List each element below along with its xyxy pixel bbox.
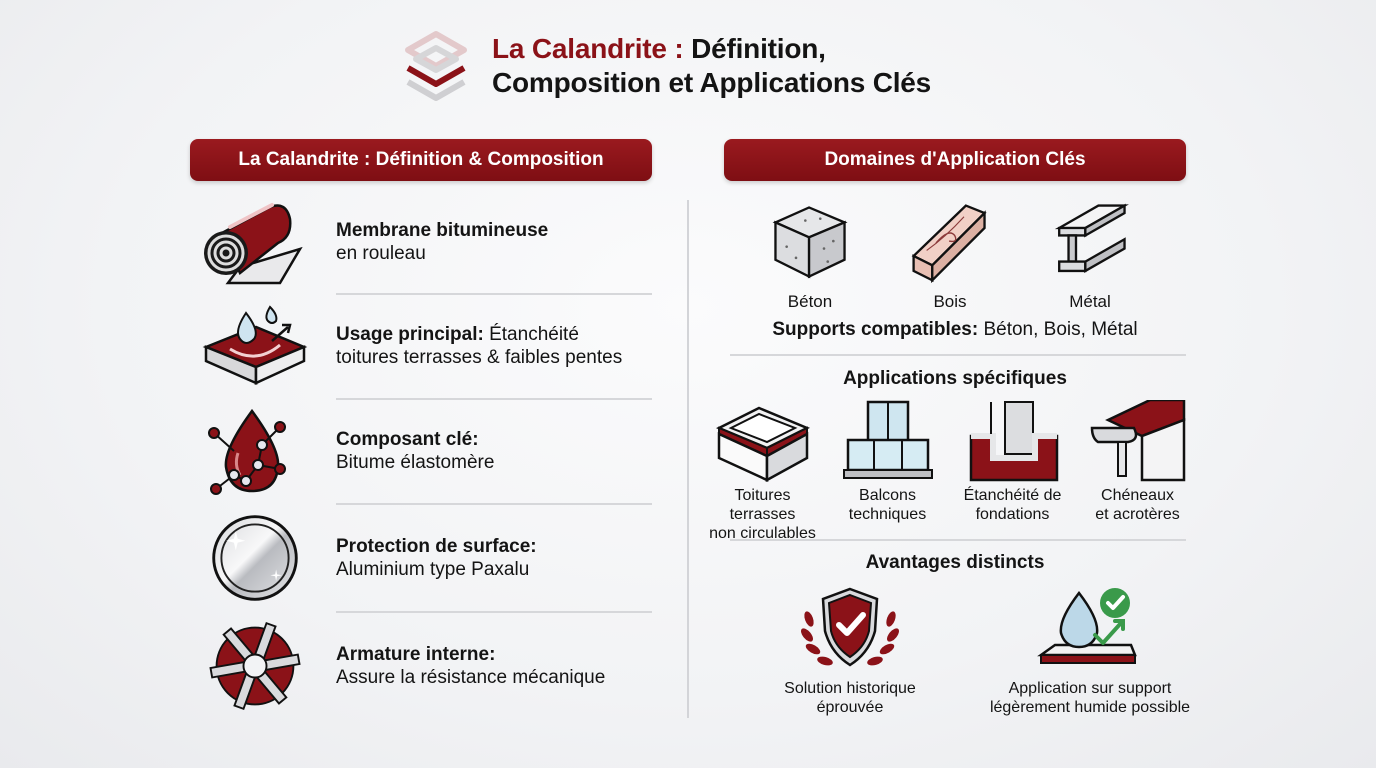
wood-plank-icon: [911, 204, 987, 284]
section-header-definition: La Calandrite : Définition & Composition: [190, 139, 652, 181]
applications-title: Applications spécifiques: [843, 368, 1067, 389]
section-divider: [730, 539, 1186, 541]
support-item: Métal: [1030, 200, 1150, 312]
item-text: Assure la résistance mécanique: [336, 667, 606, 688]
woven-armature-gear-icon: [209, 621, 301, 711]
page-header: La Calandrite : Définition, Composition …: [398, 28, 931, 104]
stacked-layers-icon: [405, 31, 467, 101]
support-item: Bois: [890, 200, 1010, 312]
item-text: en rouleau: [336, 243, 426, 264]
support-label: Béton: [787, 292, 833, 311]
gutter-parapet-icon: [1090, 400, 1185, 482]
row-divider: [336, 503, 652, 505]
shield-laurel-check-icon: [801, 587, 899, 667]
item-title: Armature interne:: [336, 644, 496, 665]
page-title: La Calandrite : Définition, Composition …: [492, 32, 931, 100]
section-divider: [730, 354, 1186, 356]
title-accent: La Calandrite :: [492, 33, 684, 64]
aluminium-disc-icon: [212, 515, 298, 601]
supports-row: Béton Bois Métal: [740, 200, 1160, 312]
item-title: Usage principal:: [336, 324, 484, 345]
composition-item: Usage principal: Étanchéité toitures ter…: [196, 294, 652, 398]
support-label: Métal: [1069, 292, 1111, 311]
item-text: Aluminium type Paxalu: [336, 559, 530, 580]
waterproof-roof-icon: [202, 305, 308, 385]
advantages-title: Avantages distincts: [865, 552, 1045, 573]
composition-item: Armature interne: Assure la résistance m…: [196, 614, 652, 718]
row-divider: [336, 611, 652, 613]
title-line2: Composition et Applications Clés: [492, 67, 932, 98]
item-title: Protection de surface:: [336, 536, 537, 557]
composition-item: Composant clé: Bitume élastomère: [196, 399, 652, 503]
item-title: Composant clé:: [336, 429, 479, 450]
supports-summary-values: Béton, Bois, Métal: [978, 319, 1138, 340]
support-label: Bois: [933, 292, 967, 311]
item-text: toitures terrasses & faibles pentes: [336, 347, 623, 368]
vertical-divider: [687, 200, 689, 718]
membrane-roll-icon: [204, 203, 303, 285]
composition-item: Membrane bitumineuse en rouleau: [196, 190, 652, 294]
item-title: Membrane bitumineuse: [336, 220, 549, 241]
row-divider: [336, 293, 652, 295]
supports-summary-label: Supports compatibles:: [772, 319, 979, 340]
balcony-icon: [842, 400, 933, 479]
row-divider: [336, 398, 652, 400]
section-header-applications: Domaines d'Application Clés: [724, 139, 1186, 181]
flat-roof-icon: [715, 406, 810, 482]
item-text: Bitume élastomère: [336, 452, 495, 473]
title-line1-rest: Définition,: [683, 33, 826, 64]
supports-summary: Supports compatibles: Béton, Bois, Métal: [724, 319, 1186, 341]
composition-item: Protection de surface: Aluminium type Pa…: [196, 506, 652, 610]
concrete-cube-icon: [772, 206, 848, 279]
steel-beam-icon: [1054, 203, 1129, 273]
foundation-waterproofing-icon: [969, 401, 1058, 482]
bitumen-molecule-drop-icon: [208, 408, 286, 495]
item-text-inline: Étanchéité: [483, 324, 579, 345]
water-drop-check-icon: [1037, 588, 1137, 664]
support-item: Béton: [750, 200, 870, 312]
